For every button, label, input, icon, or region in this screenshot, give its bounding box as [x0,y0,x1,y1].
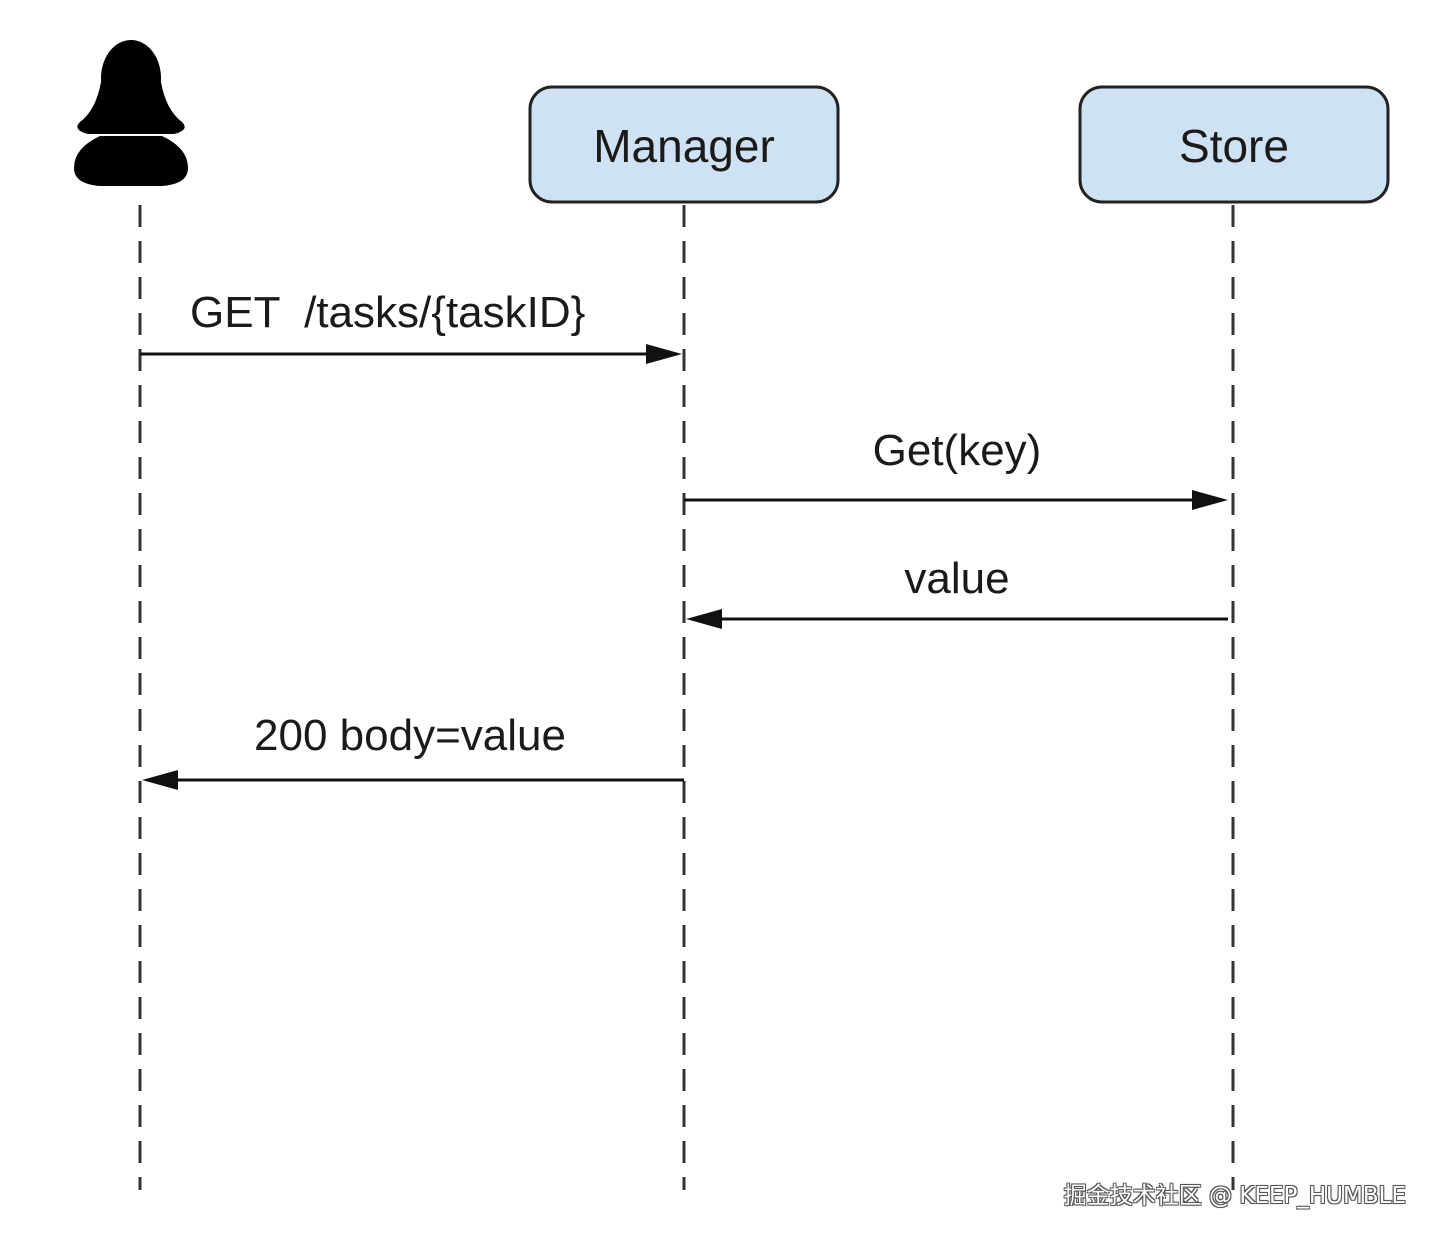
user-silhouette-icon [74,40,188,186]
message-label-value: value [904,554,1009,603]
arrowhead-left [142,770,178,790]
arrowhead-left [686,609,722,629]
message-get-key: Get(key) [684,426,1228,510]
arrowhead-right [1192,490,1228,510]
message-request: GET /tasks/{taskID} [140,288,682,364]
participant-label-manager: Manager [593,120,775,172]
participant-manager: Manager [528,85,840,204]
arrowhead-right [646,344,682,364]
message-response: 200 body=value [142,711,684,790]
message-label-request: GET /tasks/{taskID} [190,288,585,337]
participant-store: Store [1078,85,1390,204]
participant-label-store: Store [1179,120,1289,172]
message-label-get-key: Get(key) [873,426,1042,475]
message-label-response: 200 body=value [254,711,566,760]
message-value: value [686,554,1228,629]
watermark: 掘金技术社区 @ KEEP_HUMBLE [1063,1183,1406,1209]
